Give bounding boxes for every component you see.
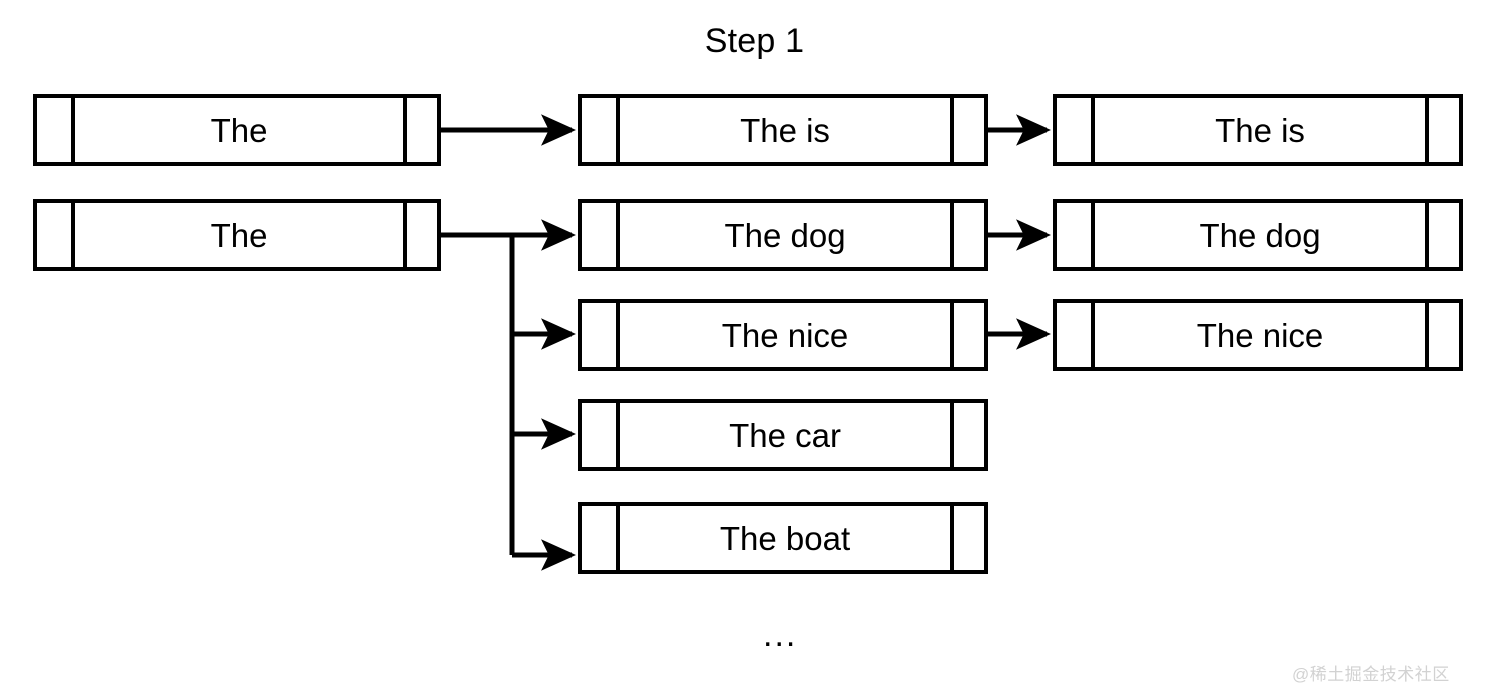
token-cell-start	[582, 303, 620, 367]
token-cell-text: The is	[1215, 111, 1305, 149]
sequence-box: The nice	[1053, 299, 1463, 371]
token-cell-start	[582, 203, 620, 267]
token-cell-text: The nice	[721, 316, 849, 354]
page-title: Step 1	[704, 22, 805, 60]
token-cell-end	[1425, 303, 1459, 367]
token-cell-start	[1057, 303, 1095, 367]
ellipsis-label: ...	[763, 616, 798, 654]
token-cell-start	[37, 98, 75, 162]
watermark-label: @稀土掘金技术社区	[1292, 665, 1450, 684]
token-cell-start	[37, 203, 75, 267]
token-cell-text: The	[210, 111, 268, 149]
token-cell-end	[950, 403, 984, 467]
sequence-box: The	[33, 94, 441, 166]
token-cell-text: The boat	[719, 519, 851, 557]
token-cell-start	[582, 403, 620, 467]
token-cell-text: The nice	[1196, 316, 1324, 354]
token-cell-end	[950, 303, 984, 367]
token-cell-text: The is	[740, 111, 830, 149]
token-cell-end	[950, 203, 984, 267]
token-cell-text: The dog	[724, 216, 846, 254]
token-cell-text: The dog	[1199, 216, 1321, 254]
sequence-box: The boat	[578, 502, 988, 574]
sequence-box: The	[33, 199, 441, 271]
token-cell-end	[950, 506, 984, 570]
token-cell-text: The car	[729, 416, 841, 454]
token-cell-end	[950, 98, 984, 162]
token-cell-end	[1425, 203, 1459, 267]
sequence-box: The car	[578, 399, 988, 471]
sequence-box: The is	[578, 94, 988, 166]
connectors-group	[441, 114, 1052, 571]
token-cell-end	[403, 203, 437, 267]
token-cell-end	[1425, 98, 1459, 162]
token-cell-start	[582, 506, 620, 570]
sequence-box: The is	[1053, 94, 1463, 166]
sequence-box: The dog	[1053, 199, 1463, 271]
token-cell-start	[1057, 203, 1095, 267]
sequence-box: The dog	[578, 199, 988, 271]
sequence-box: The nice	[578, 299, 988, 371]
token-cell-start	[1057, 98, 1095, 162]
token-cell-start	[582, 98, 620, 162]
token-cell-end	[403, 98, 437, 162]
token-cell-text: The	[210, 216, 268, 254]
